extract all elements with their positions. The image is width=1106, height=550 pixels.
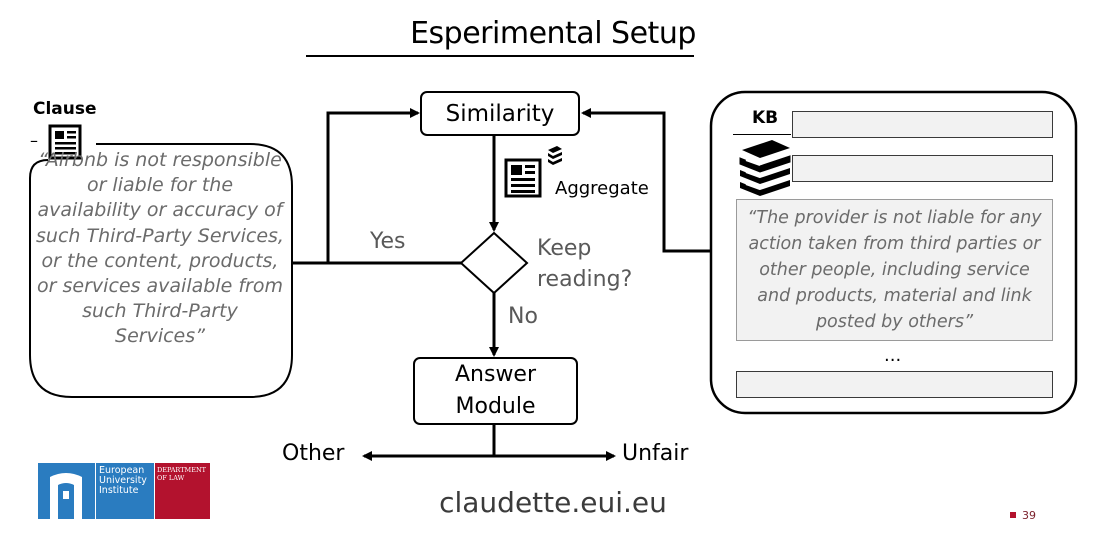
yes-loop-line <box>292 113 463 265</box>
clause-text: “Airbnb is not responsible or liable for… <box>36 149 284 348</box>
clause-dash: – <box>30 131 38 150</box>
kb-feed-line <box>581 108 711 253</box>
page-number: 39 <box>1010 509 1036 522</box>
page-marker <box>1010 512 1016 518</box>
unfair-label: Unfair <box>622 441 689 466</box>
answer-module-node: Answer Module <box>413 357 578 425</box>
yes-label: Yes <box>370 229 406 254</box>
decision-label: Keep reading? <box>537 236 633 292</box>
title-underline <box>306 55 694 57</box>
logo-department-text: DEPARTMENT OF LAW <box>157 466 206 482</box>
clause-container <box>29 143 293 398</box>
small-books-icon <box>548 146 562 165</box>
kb-entry-bar <box>736 371 1053 398</box>
kb-ellipsis: ... <box>884 345 902 366</box>
logo-institute-text: European University Institute <box>99 465 147 496</box>
no-label: No <box>508 304 538 329</box>
books-icon <box>739 140 791 196</box>
similarity-node: Similarity <box>420 91 580 136</box>
institution-logo <box>38 463 210 519</box>
slide-title: Esperimental Setup <box>410 16 696 51</box>
footer-url[interactable]: claudette.eui.eu <box>439 486 667 519</box>
decision-diamond <box>459 231 529 295</box>
other-label: Other <box>282 441 345 466</box>
kb-label: KB <box>752 108 779 128</box>
aggregate-label: Aggregate <box>555 178 649 199</box>
page-number-text: 39 <box>1022 509 1036 522</box>
kb-quote: “The provider is not liable for any acti… <box>736 199 1053 341</box>
document-icon <box>48 124 82 160</box>
kb-entry-bar <box>792 155 1053 182</box>
aggregate-document-icon <box>504 158 542 198</box>
kb-entry-bar <box>792 111 1053 138</box>
kb-separator <box>733 134 791 135</box>
clause-label: Clause <box>33 99 97 119</box>
